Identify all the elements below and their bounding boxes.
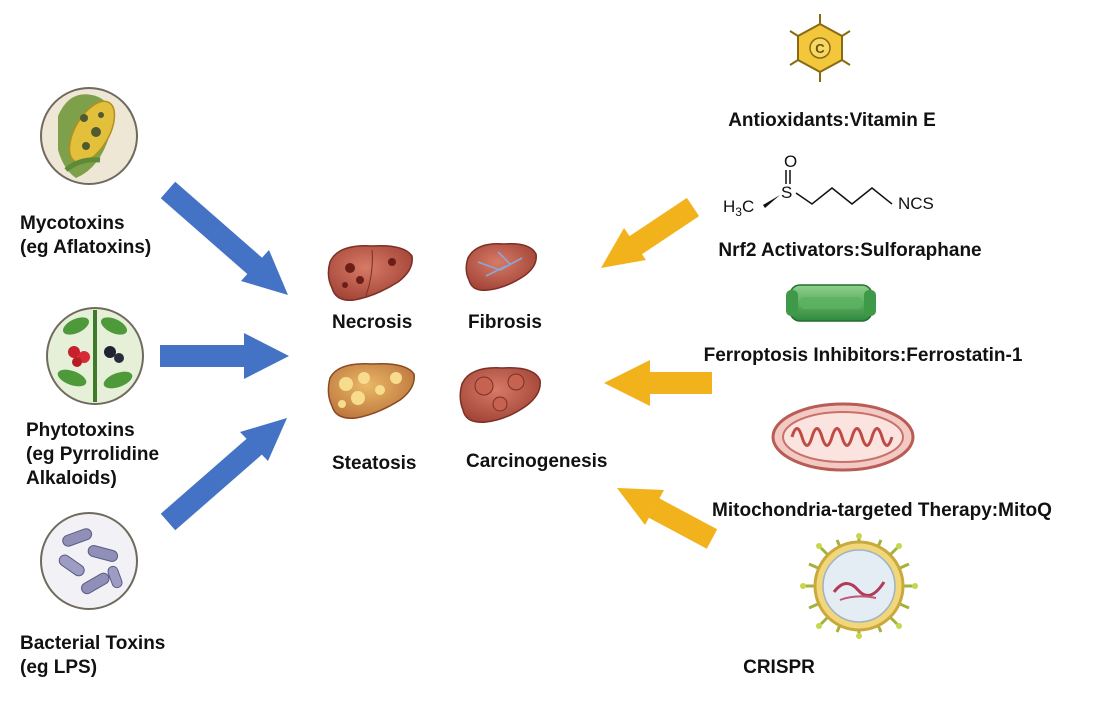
toxin-example-cont: Alkaloids): [26, 467, 117, 489]
toxin-arrow-top: [160, 181, 288, 295]
ferrostatin-pill-icon: [786, 284, 876, 322]
mitochondria-icon: [771, 402, 915, 472]
outcome-fibrosis: Fibrosis: [468, 312, 542, 333]
therapy-label-antioxidants: Antioxidants:Vitamin E: [728, 110, 936, 131]
therapy-label-mitochondria: Mitochondria-targeted Therapy:MitoQ: [712, 500, 1052, 521]
methyl-group: H3C: [723, 197, 754, 219]
therapy-arrow-middle: [604, 360, 712, 406]
vitamin-hexagon-icon: C: [789, 14, 851, 82]
toxin-label-phytotoxins: Phytotoxins (eg Pyrrolidine Alkaloids): [26, 419, 159, 490]
liver-steatosis-icon: [327, 362, 415, 419]
oxygen-atom: O: [784, 152, 797, 171]
liver-carcinogenesis-icon: [459, 367, 541, 423]
outcome-steatosis: Steatosis: [332, 453, 417, 474]
therapy-arrow-bottom: [617, 488, 718, 549]
toxin-example: (eg Aflatoxins): [20, 236, 152, 258]
corn-icon: [40, 87, 138, 185]
toxin-label-bacterial: Bacterial Toxins (eg LPS): [20, 632, 165, 680]
toxin-name: Mycotoxins: [20, 213, 125, 234]
toxin-label-mycotoxins: Mycotoxins (eg Aflatoxins): [20, 212, 151, 260]
therapy-label-ferroptosis: Ferroptosis Inhibitors:Ferrostatin-1: [703, 345, 1023, 366]
therapy-label-crispr: CRISPR: [743, 657, 815, 678]
toxin-name: Bacterial Toxins: [20, 633, 166, 654]
outcome-carcinogenesis: Carcinogenesis: [466, 451, 608, 472]
berry-plant-icon: [46, 307, 144, 405]
vitamin-icon-letter: C: [815, 41, 825, 56]
sulfur-atom: S: [781, 183, 792, 202]
sulforaphane-structure: O S H3C NCS: [723, 152, 934, 219]
crispr-virus-icon: [800, 533, 918, 639]
toxin-example: (eg LPS): [20, 656, 98, 678]
therapy-arrow-top: [601, 197, 700, 268]
toxin-example: (eg Pyrrolidine: [26, 443, 160, 465]
isothiocyanate-group: NCS: [898, 194, 934, 213]
toxin-arrow-bottom: [160, 418, 287, 531]
liver-necrosis-icon: [327, 244, 413, 301]
bacteria-icon: [40, 512, 138, 610]
outcome-necrosis: Necrosis: [332, 312, 413, 333]
liver-fibrosis-icon: [465, 242, 537, 292]
toxin-name: Phytotoxins: [26, 420, 135, 441]
therapy-label-nrf2: Nrf2 Activators:Sulforaphane: [718, 240, 982, 261]
toxin-arrow-middle: [160, 333, 289, 379]
